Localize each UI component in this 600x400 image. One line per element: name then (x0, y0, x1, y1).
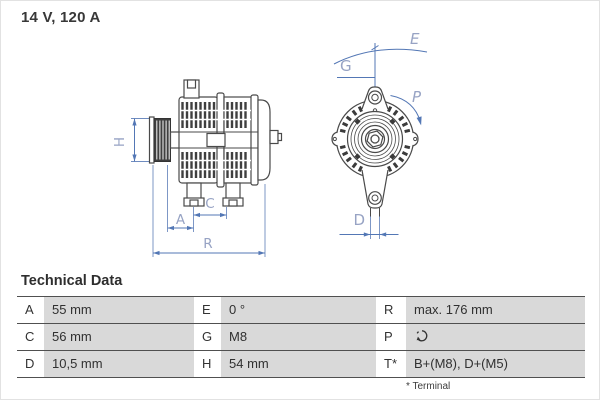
spec-value: 54 mm (221, 351, 376, 377)
vent-slots (339, 105, 411, 173)
dim-label-e: E (410, 30, 420, 48)
dim-label-g: G (340, 57, 352, 75)
spec-value: 56 mm (44, 324, 194, 350)
table-row: A 55 mm E 0 ° R max. 176 mm (17, 296, 585, 323)
spec-value: 10,5 mm (44, 351, 194, 377)
spec-value: max. 176 mm (406, 297, 585, 323)
section-heading: Technical Data (21, 273, 123, 289)
page-title: 14 V, 120 A (21, 9, 101, 26)
alternator-side-view-drawing: H A C R (112, 79, 283, 257)
spec-value: 0 ° (221, 297, 376, 323)
spec-value-rotation (406, 324, 585, 350)
shaft (169, 131, 181, 149)
spec-key: D (17, 351, 44, 377)
terminal-footnote: * Terminal (406, 381, 451, 392)
dim-label-d: D (353, 211, 365, 229)
dim-label-a: A (176, 212, 186, 228)
table-row: C 56 mm G M8 P (17, 323, 585, 350)
spec-value: B+(M8), D+(M5) (406, 351, 585, 377)
technical-data-table: A 55 mm E 0 ° R max. 176 mm C 56 mm G M8… (17, 296, 585, 392)
dim-label-h: H (112, 137, 128, 147)
spec-key: A (17, 297, 44, 323)
cooling-fins (180, 102, 251, 178)
terminal-stud (269, 129, 279, 145)
spec-value: M8 (221, 324, 376, 350)
pulley-flange (148, 116, 155, 164)
spec-value: 55 mm (44, 297, 194, 323)
spec-key: R (376, 297, 406, 323)
dim-label-r: R (203, 236, 212, 252)
spec-key: E (194, 297, 221, 323)
rotation-direction-icon (416, 330, 428, 342)
spec-key: P (376, 324, 406, 350)
table-row: D 10,5 mm H 54 mm T* B+(M8), D+(M5) (17, 350, 585, 378)
spec-key: C (17, 324, 44, 350)
dim-label-c: C (205, 196, 214, 212)
dim-label-p: P (412, 88, 422, 106)
spec-key: H (194, 351, 221, 377)
spec-key: T* (376, 351, 406, 377)
alternator-front-view-drawing: E G (331, 30, 428, 239)
rear-cover (257, 99, 271, 181)
spec-key: G (194, 324, 221, 350)
